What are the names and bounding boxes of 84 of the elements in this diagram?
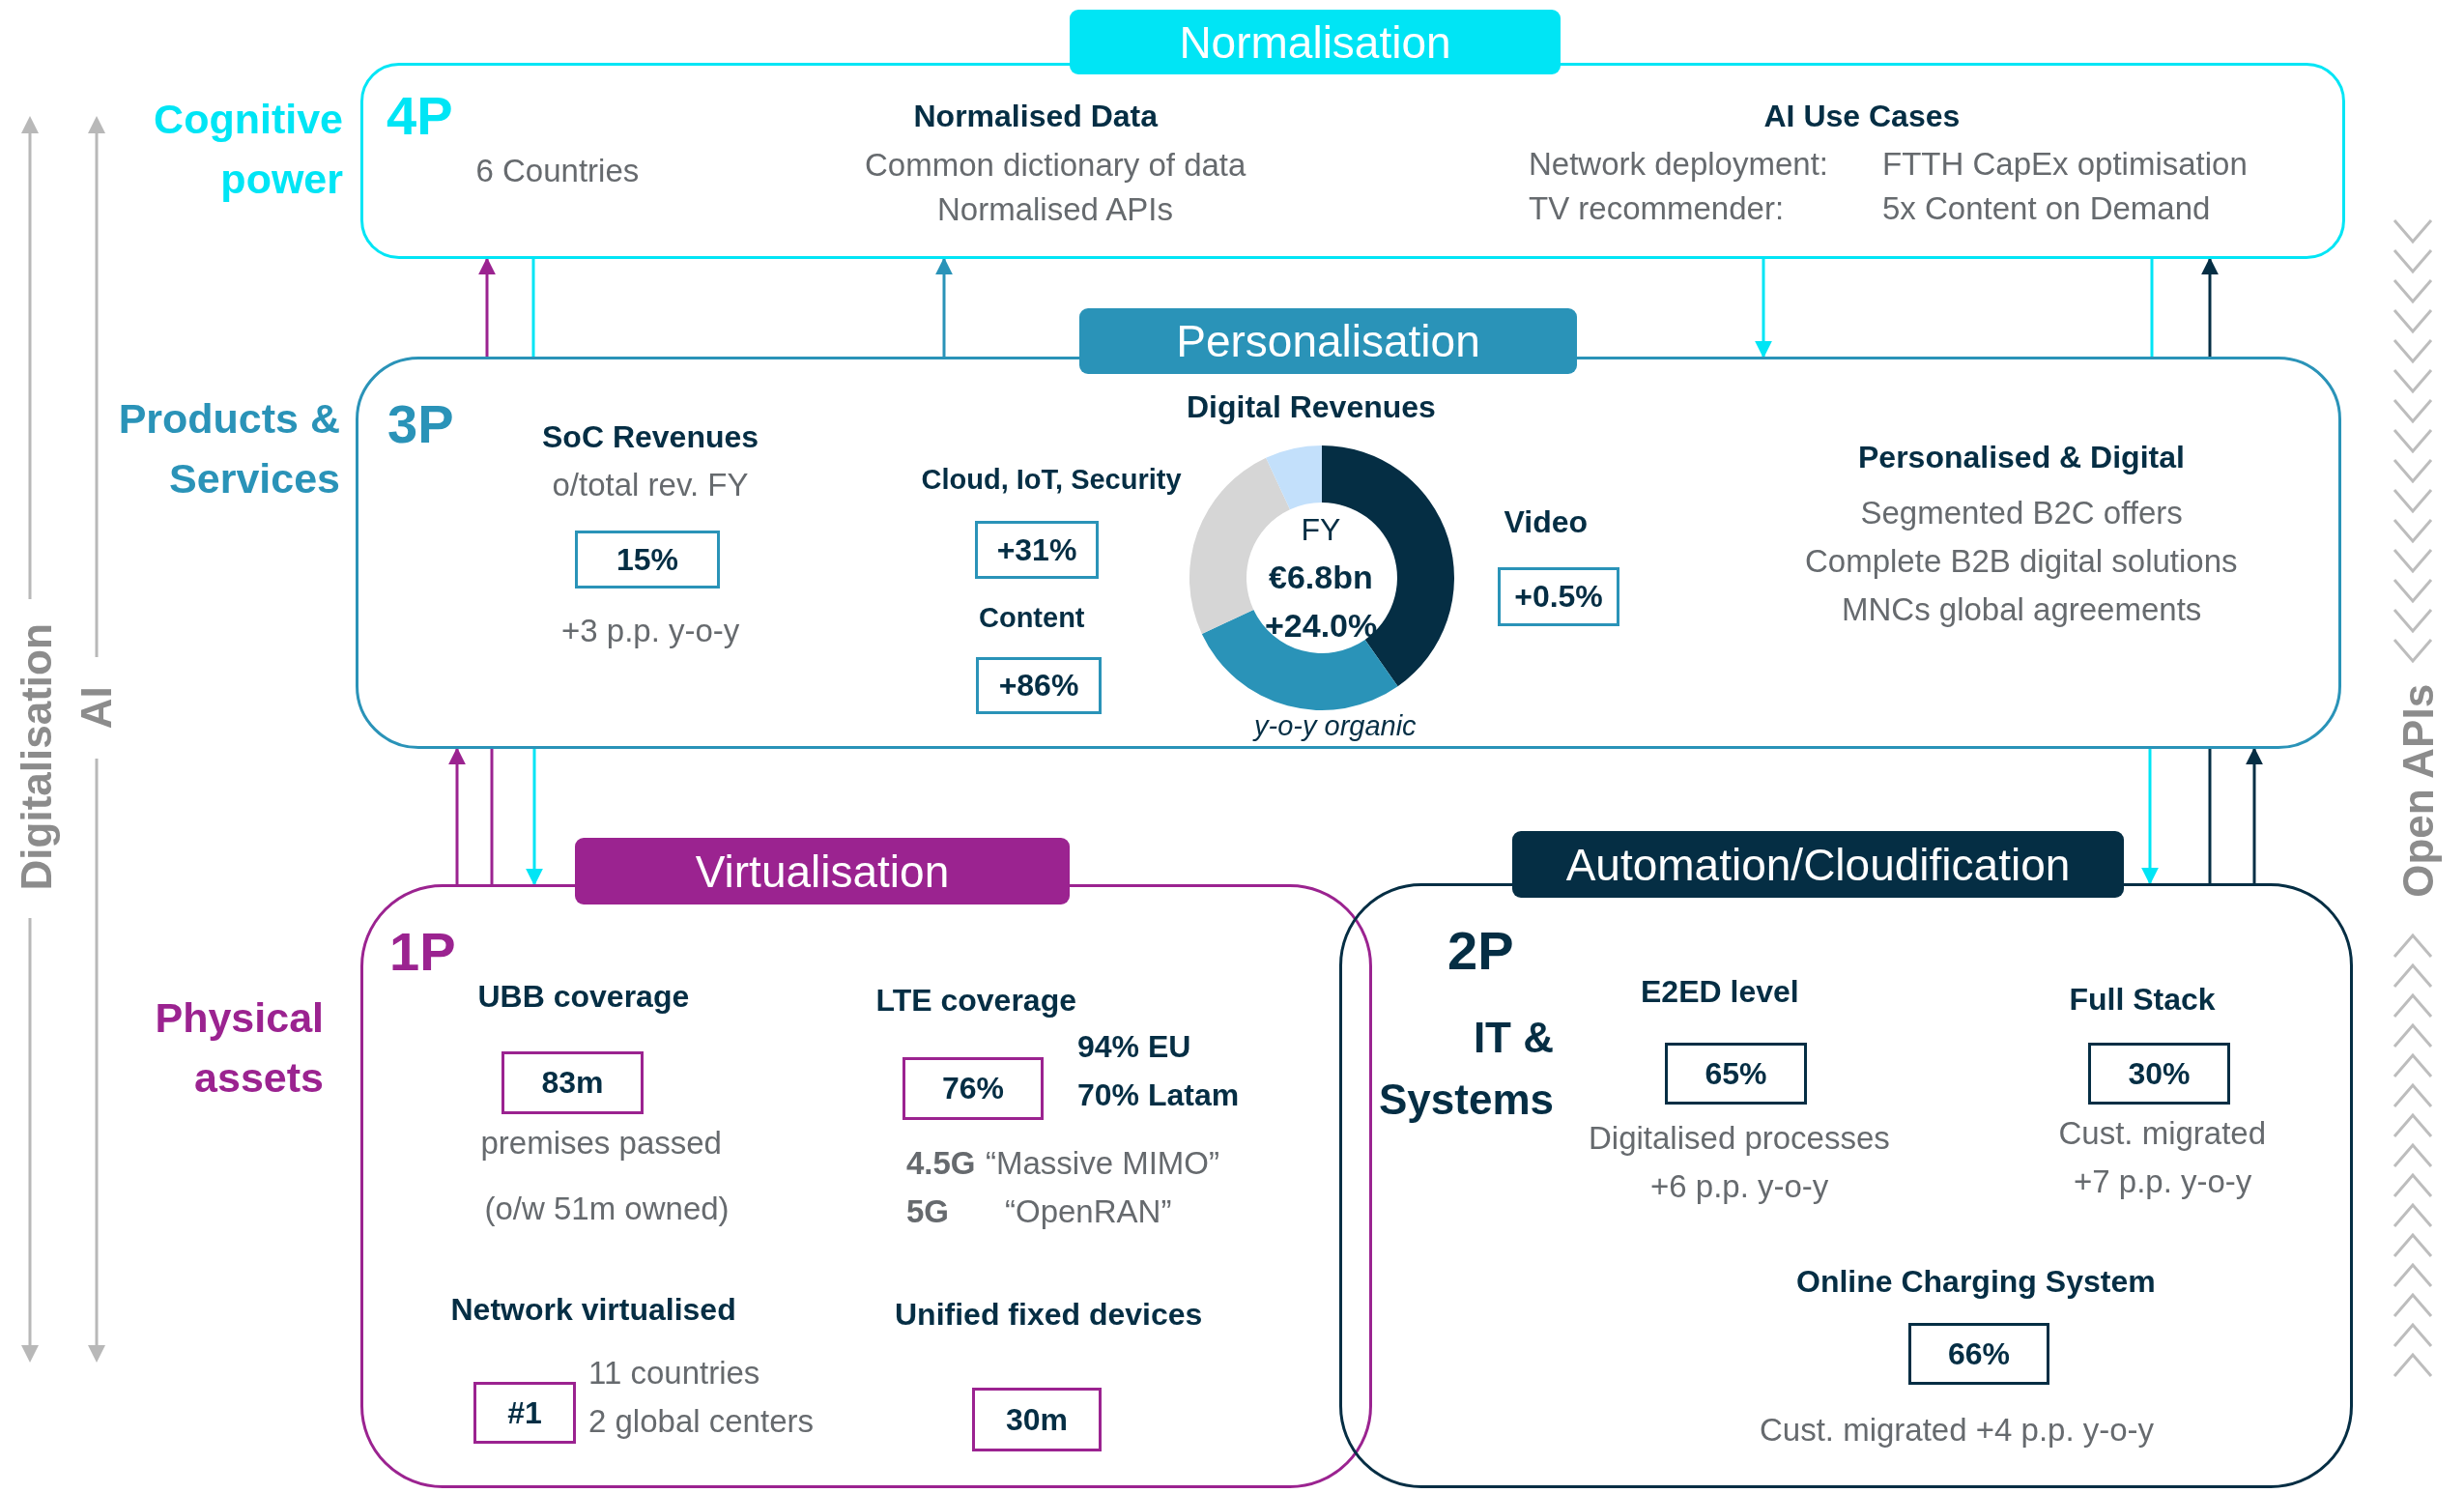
value-box: #1 [473,1382,576,1444]
body-text: premises passed [480,1125,722,1162]
rounded-panel [360,63,2345,259]
value-box: +86% [976,657,1102,714]
body-text: MNCs global agreements [1842,591,2202,628]
body-text: Segmented B2C offers [1860,495,2183,531]
arrow [448,747,466,884]
body-text: Digitalised processes [1589,1120,1890,1157]
heading-text: Network virtualised [450,1292,736,1328]
heading-text: SoC Revenues [542,419,759,455]
arrow [478,257,496,357]
body-text: 2 global centers [588,1403,814,1440]
row-label: Products & Services [117,394,340,504]
body-text: +7 p.p. y-o-y [2074,1163,2252,1200]
body-text: Common dictionary of data [865,147,1246,184]
heading-text: Cloud, IoT, Security [921,464,1182,497]
band-tab: Virtualisation [575,838,1070,904]
panel-number: 1P [389,921,456,984]
body-text: 11 countries [588,1355,760,1392]
heading-text: Online Charging System [1796,1264,2156,1300]
body-text: 6 Countries [475,153,640,189]
value-box: 30% [2088,1043,2230,1105]
panel-number: 3P [387,393,454,456]
band-tab: Normalisation [1070,10,1561,74]
body-text: “OpenRAN” [1005,1193,1172,1230]
arrow [2201,257,2219,357]
heading-text: Normalised Data [913,99,1159,134]
value-box: 15% [575,531,720,589]
heading-text: Digital Revenues [1187,389,1436,425]
heading-text: Unified fixed devices [895,1297,1203,1333]
body-text: (o/w 51m owned) [484,1191,730,1227]
value-box: 76% [903,1057,1044,1120]
chart-center-text: €6.8bn [1269,559,1373,597]
arrow [1755,259,1772,359]
chart-caption: y-o-y organic [1254,710,1417,743]
panel-heading: IT & Systems [1378,1013,1554,1125]
value-box: 65% [1665,1043,1807,1105]
connector-line [490,749,494,884]
arrow [2141,749,2159,885]
body-text: +6 p.p. y-o-y [1650,1168,1829,1205]
body-text: 70% Latam [1077,1077,1240,1113]
arrow [526,749,543,886]
heading-text: UBB coverage [477,979,690,1015]
connector-line [2208,749,2212,883]
value-box: +31% [975,521,1099,579]
arrow [935,257,953,357]
value-box: 83m [501,1051,644,1114]
body-text: TV recommender: [1529,190,1785,227]
body-text: “Massive MIMO” [986,1145,1219,1182]
panel-number: 2P [1447,920,1514,983]
rounded-panel [1339,883,2353,1488]
connector-line [2150,259,2154,357]
value-box: +0.5% [1498,567,1619,626]
arrow [2246,747,2263,883]
row-label: Cognitive power [153,95,343,205]
heading-text: AI Use Cases [1763,99,1961,134]
body-text: 94% EU [1077,1029,1191,1065]
value-box: 30m [972,1388,1102,1451]
connector-line [531,259,535,357]
heading-text: E2ED level [1641,974,1799,1010]
body-text: Normalised APIs [937,191,1173,228]
band-tab: Personalisation [1079,308,1577,374]
rounded-panel [356,357,2341,749]
body-text: FTTH CapEx optimisation [1882,146,2248,183]
panel-number: 4P [387,85,453,148]
body-text: Complete B2B digital solutions [1805,543,2238,580]
heading-text: Personalised & Digital [1858,440,2185,475]
band-tab: Automation/Cloudification [1512,831,2124,898]
heading-text: Video [1504,504,1589,540]
heading-text: Content [979,602,1085,635]
heading-text: LTE coverage [875,983,1076,1019]
chart-center-text: +24.0% [1265,607,1378,646]
heading-text: Full Stack [2069,982,2216,1018]
chart-center-text: FY [1301,512,1341,548]
body-text: Cust. migrated +4 p.p. y-o-y [1760,1412,2155,1449]
body-text: Network deployment: [1529,146,1828,183]
body-text: 5G [906,1193,950,1230]
body-text: o/total rev. FY [552,467,749,503]
body-text: +3 p.p. y-o-y [561,613,740,649]
row-label: Physical assets [154,993,324,1104]
body-text: 5x Content on Demand [1882,190,2211,227]
body-text: Cust. migrated [2058,1115,2267,1152]
body-text: 4.5G [906,1145,976,1182]
value-box: 66% [1908,1323,2049,1385]
